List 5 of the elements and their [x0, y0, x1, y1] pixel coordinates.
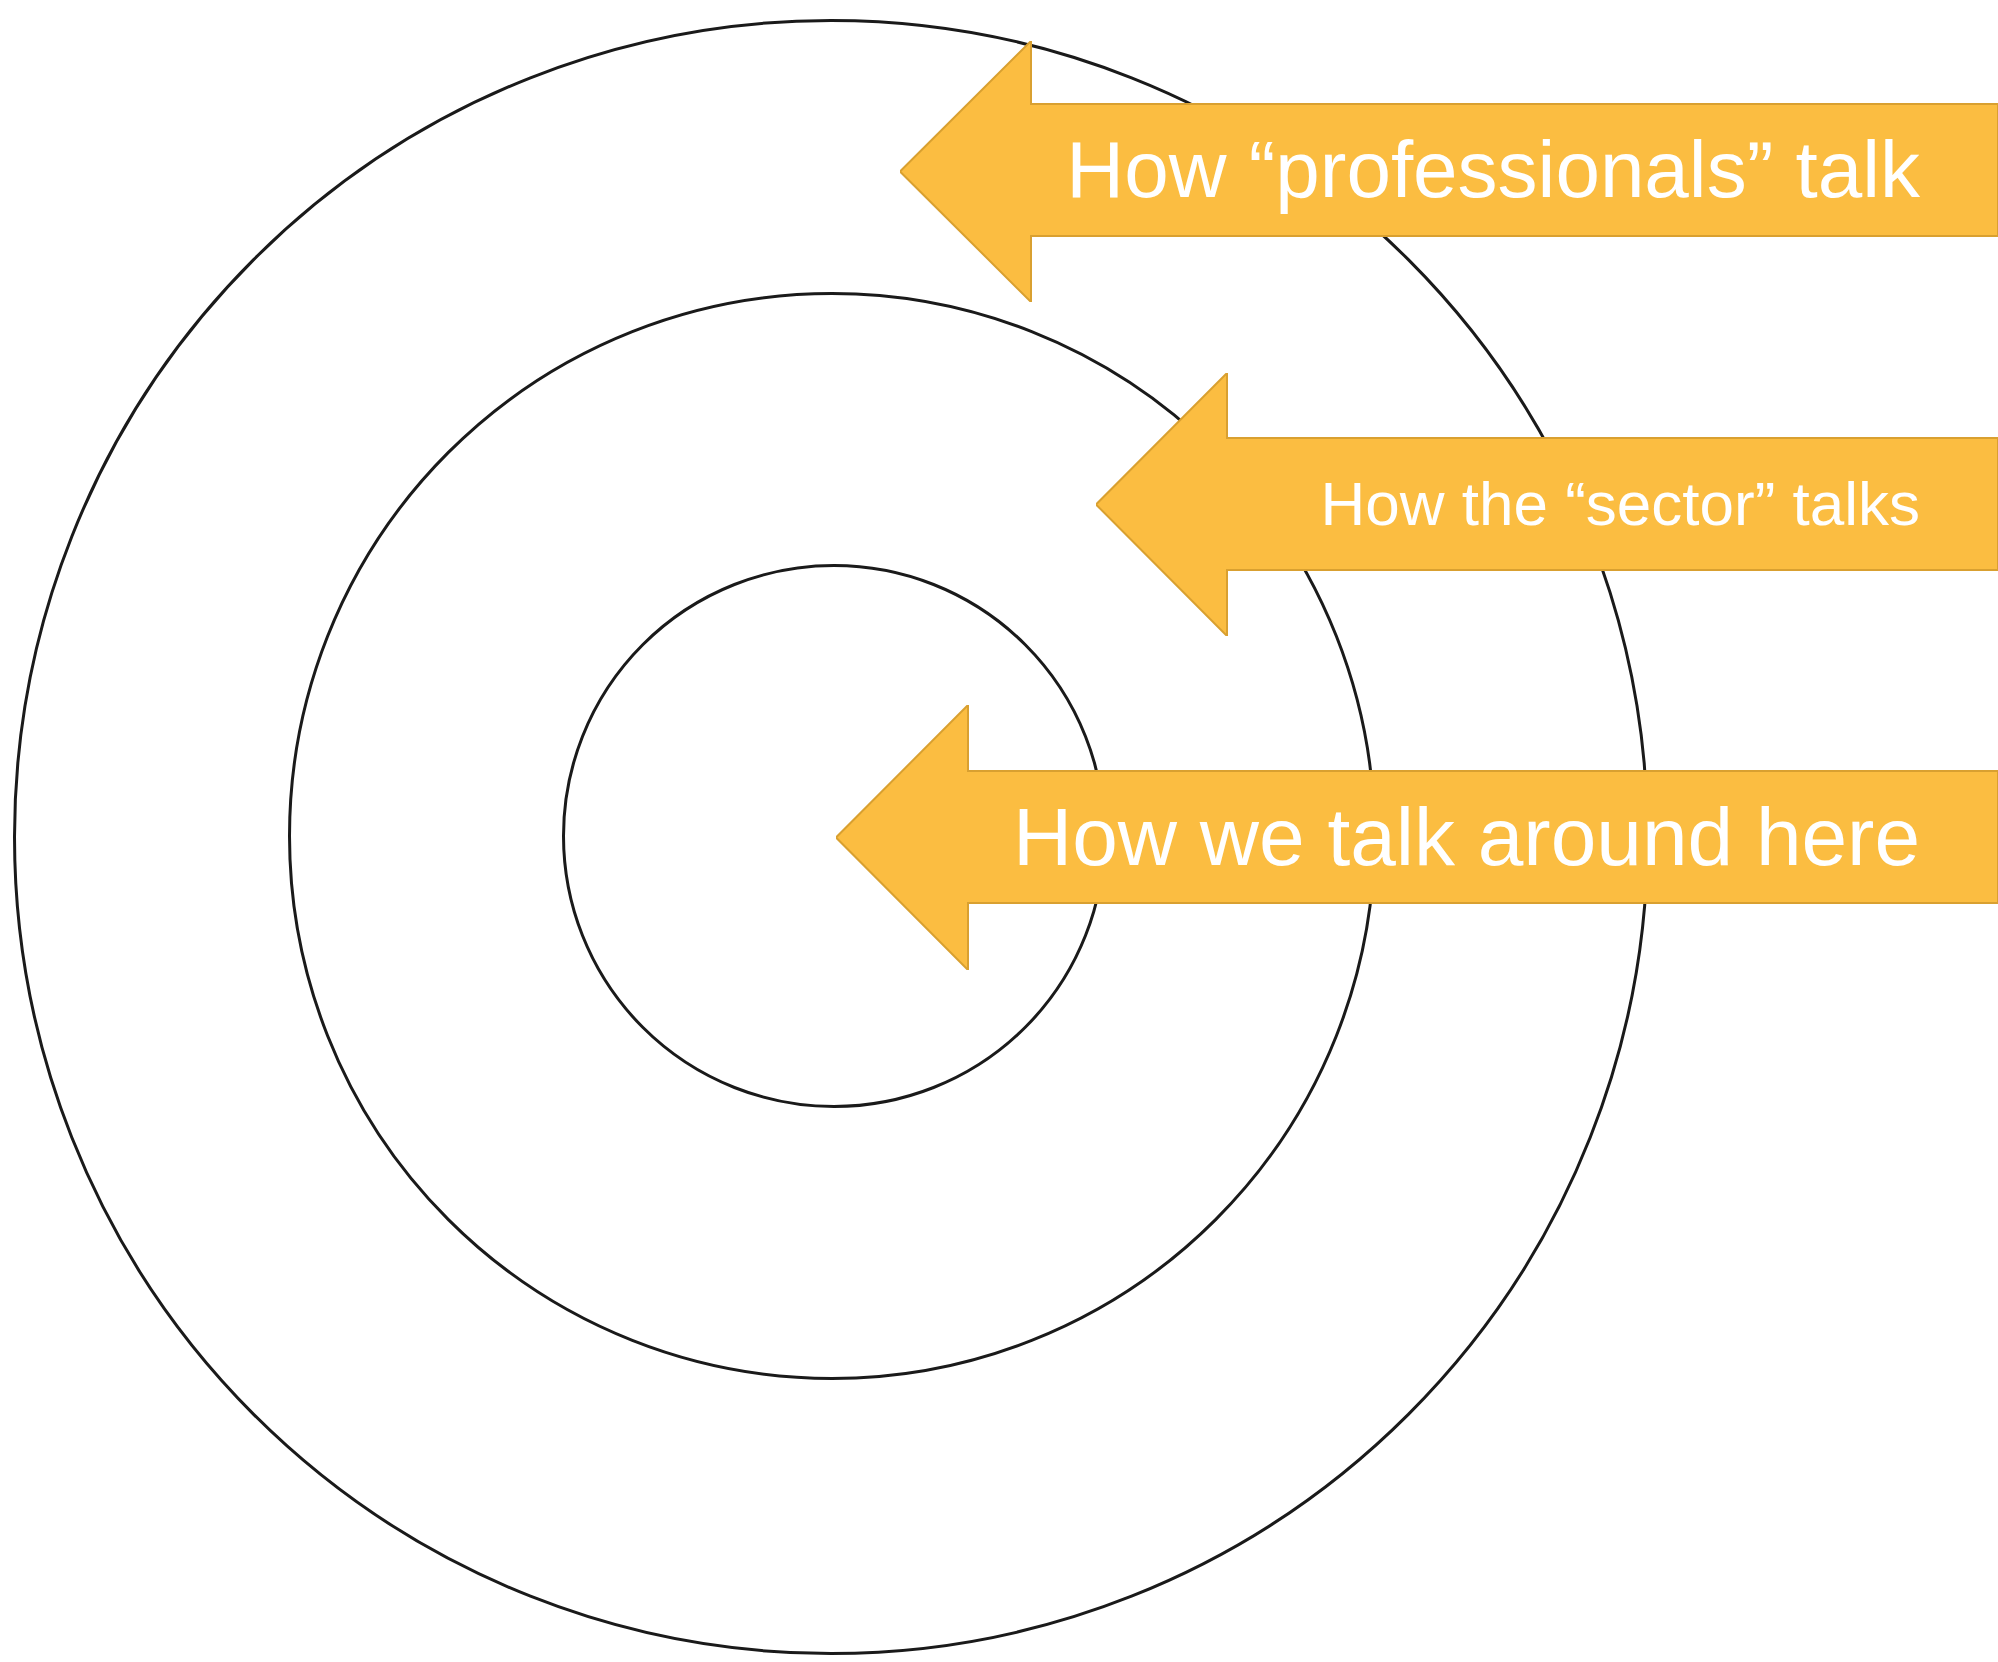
banner-text: How the “sector” talks	[1320, 473, 1920, 535]
arrow-banner	[1096, 373, 1998, 636]
arrow-banner	[900, 41, 1998, 302]
arrow-banner	[836, 705, 1998, 970]
banner-text: How we talk around here	[1012, 796, 1920, 878]
